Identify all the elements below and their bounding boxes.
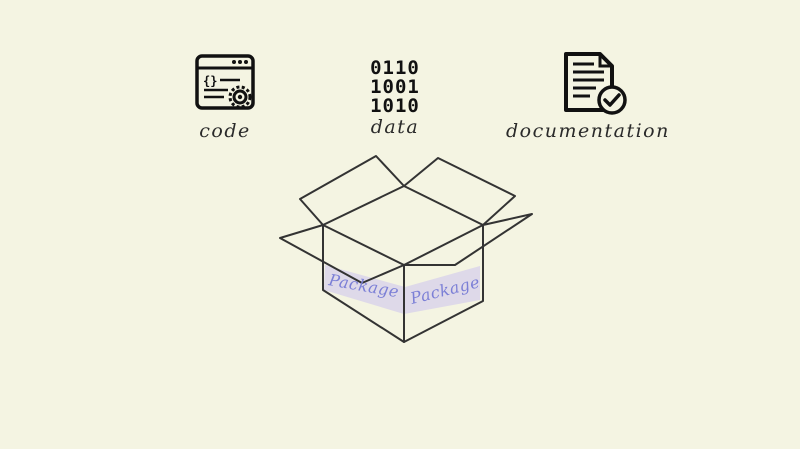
binary-row: 1001 bbox=[370, 76, 420, 98]
documentation-label: documentation bbox=[506, 120, 670, 142]
code-item: {} code bbox=[190, 50, 260, 141]
document-check-icon bbox=[563, 52, 627, 115]
package-box: Package Package bbox=[270, 150, 540, 350]
open-box-icon: Package Package bbox=[279, 155, 533, 343]
code-window-icon: {} bbox=[195, 54, 255, 110]
data-label: data bbox=[370, 116, 420, 138]
svg-text:{}: {} bbox=[203, 74, 217, 88]
binary-row: 1010 bbox=[370, 95, 420, 117]
tape-strip bbox=[324, 265, 480, 314]
code-label: code bbox=[199, 120, 251, 142]
data-item: 0110 1001 1010 data bbox=[364, 50, 426, 137]
binary-row: 0110 bbox=[370, 57, 420, 79]
documentation-item: documentation bbox=[506, 50, 670, 141]
binary-data-icon: 0110 1001 1010 bbox=[364, 59, 426, 116]
